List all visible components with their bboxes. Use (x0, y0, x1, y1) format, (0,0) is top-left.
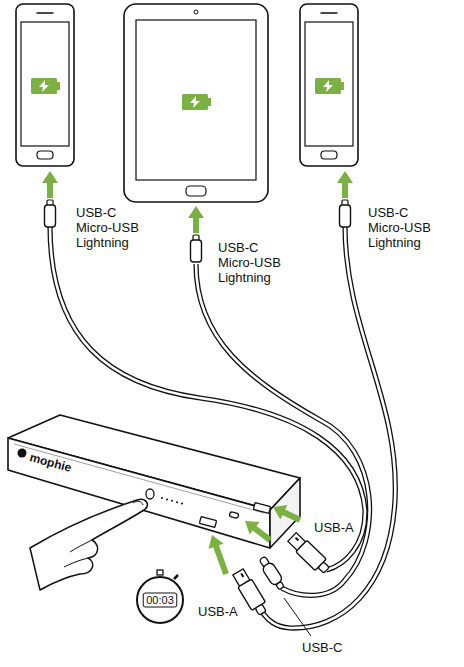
pressing-hand (30, 499, 147, 590)
power-button (146, 489, 154, 499)
usb-a-port (253, 503, 270, 514)
phone-device (16, 4, 74, 166)
indicator-dot (161, 497, 163, 499)
cable-connector (191, 235, 202, 262)
port-label: USB-A (312, 520, 356, 535)
usb-c-port (229, 511, 239, 518)
usb-a-plug (231, 568, 269, 617)
green-arrow (42, 171, 58, 198)
port-label: USB-A (196, 604, 240, 619)
green-arrow (209, 535, 229, 575)
green-arrow (337, 171, 353, 198)
battery-icon (182, 94, 211, 110)
battery-icon (31, 78, 60, 94)
bank-front-face (8, 438, 270, 548)
battery-icon (315, 78, 344, 94)
port-label: USB-C Micro-USB Lightning (216, 240, 295, 285)
phone-device (300, 4, 358, 166)
bank-top-face (8, 415, 300, 510)
timer-readout: 00:03 (146, 594, 174, 606)
indicator-dot (181, 503, 183, 505)
port-label: USB-C (300, 640, 344, 655)
tablet-device (124, 4, 268, 202)
indicator-dot (166, 498, 168, 500)
green-arrow (245, 521, 272, 542)
power-bank: mophie (8, 405, 300, 548)
cable (263, 226, 396, 628)
usb-a-plug (286, 531, 332, 576)
usb-a-port (199, 517, 216, 528)
brand-mark (18, 449, 27, 458)
stopwatch: 00:03 (136, 576, 184, 624)
cable-connector (340, 200, 351, 227)
indicator-dot (171, 500, 173, 502)
port-label: USB-C Micro-USB Lightning (74, 205, 153, 250)
cable (196, 264, 370, 595)
power-bank-outline (8, 405, 300, 548)
port-label: USB-C Micro-USB Lightning (366, 205, 445, 250)
green-arrow (188, 206, 204, 233)
green-arrow (273, 505, 301, 523)
usb-c-plug (257, 555, 287, 592)
cable-connector (45, 200, 56, 227)
leader-line (284, 598, 311, 636)
indicator-dot (176, 501, 178, 503)
